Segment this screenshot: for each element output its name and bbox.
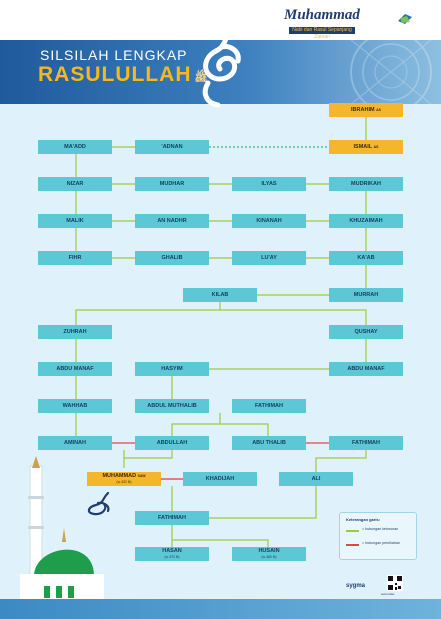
top-bar: Muhammad Nabi dan Rasul Sepanjang Zaman <box>0 0 441 40</box>
node-nizar: NIZAR <box>38 177 112 191</box>
node-kilab: KILAB <box>183 288 257 302</box>
legend-title: Keterangan garis: <box>346 517 381 522</box>
node-khuzaimah: KHUZAIMAH <box>329 214 403 228</box>
brand-tagline: Nabi dan Rasul Sepanjang Zaman <box>289 27 355 40</box>
green-dome-mosque-illustration <box>20 456 104 606</box>
title-line-1: SILSILAH LENGKAP <box>40 47 188 63</box>
node-an-nadhr: AN NADHR <box>135 214 209 228</box>
node-abu-thalib: ABU THALIB <box>232 436 306 450</box>
node-zuhrah: ZUHRAH <box>38 325 112 339</box>
publisher-logo: sygma <box>346 583 366 589</box>
node-hasyim: HASYIM <box>135 362 209 376</box>
node-luay: LU'AY <box>232 251 306 265</box>
publisher-logo-icon <box>398 14 412 24</box>
node-adnan: 'ADNAN <box>135 140 209 154</box>
node-fathimah-3: FATHIMAH <box>135 511 209 525</box>
husain-date: (w. 680 M) <box>261 555 277 559</box>
legend-label-descent: = hubungan keturunan <box>362 527 399 531</box>
legend-item-descent: = hubungan keturunan <box>346 527 416 537</box>
website-url: www.sdiel <box>381 592 395 596</box>
node-hasan: HASAN (w. 670 M) <box>135 547 209 561</box>
node-murrah: MURRAH <box>329 288 403 302</box>
node-fathimah-2: FATHIMAH <box>329 436 403 450</box>
node-aminah: AMINAH <box>38 436 112 450</box>
hasan-date: (w. 670 M) <box>164 555 180 559</box>
honorific-mark: ﷺ <box>194 72 208 84</box>
qr-code-icon <box>387 575 403 591</box>
node-maadd: MA'ADD <box>38 140 112 154</box>
muhammad-date: (w. 632 M) <box>116 480 132 484</box>
title-rasulullah: RASULULLAH <box>38 63 192 86</box>
node-kinanah: KINANAH <box>232 214 306 228</box>
ornament-pattern <box>350 40 432 104</box>
legend-swatch-marriage <box>346 544 359 546</box>
node-fathimah-1: FATHIMAH <box>232 399 306 413</box>
node-abdu-manaf-right: ABDU MANAF <box>329 362 403 376</box>
node-khadijah: KHADIJAH <box>183 472 257 486</box>
node-ismail: ISMAIL AS <box>329 140 403 154</box>
node-ali: ALI <box>279 472 353 486</box>
muhammad-calligraphy-logo <box>202 20 241 108</box>
node-husain: HUSAIN (w. 680 M) <box>232 547 306 561</box>
legend-swatch-descent <box>346 530 359 532</box>
node-fihr: FIHR <box>38 251 112 265</box>
brand-name: Muhammad <box>284 7 360 23</box>
node-abdu-manaf-left: ABDU MANAF <box>38 362 112 376</box>
node-ghalib: GHALIB <box>135 251 209 265</box>
legend-label-marriage: = hubungan pernikahan <box>362 541 400 545</box>
node-abdullah: ABDULLAH <box>135 436 209 450</box>
bottom-bar <box>0 599 441 619</box>
legend-item-marriage: = hubungan pernikahan <box>346 541 416 551</box>
node-ibrahim: IBRAHIM AS <box>329 103 403 117</box>
node-mudhar: MUDHAR <box>135 177 209 191</box>
node-abdul-muthalib: ABDUL MUTHALIB <box>135 399 209 413</box>
node-qushay: QUSHAY <box>329 325 403 339</box>
node-kaab: KA'AB <box>329 251 403 265</box>
node-ilyas: ILYAS <box>232 177 306 191</box>
node-wahhab: WAHHAB <box>38 399 112 413</box>
small-calligraphy-icon <box>87 491 110 516</box>
legend: Keterangan garis: = hubungan keturunan =… <box>339 512 417 560</box>
node-mudrikah: MUDRIKAH <box>329 177 403 191</box>
node-muhammad: MUHAMMAD SAW (w. 632 M) <box>87 472 161 486</box>
node-malik: MALIK <box>38 214 112 228</box>
